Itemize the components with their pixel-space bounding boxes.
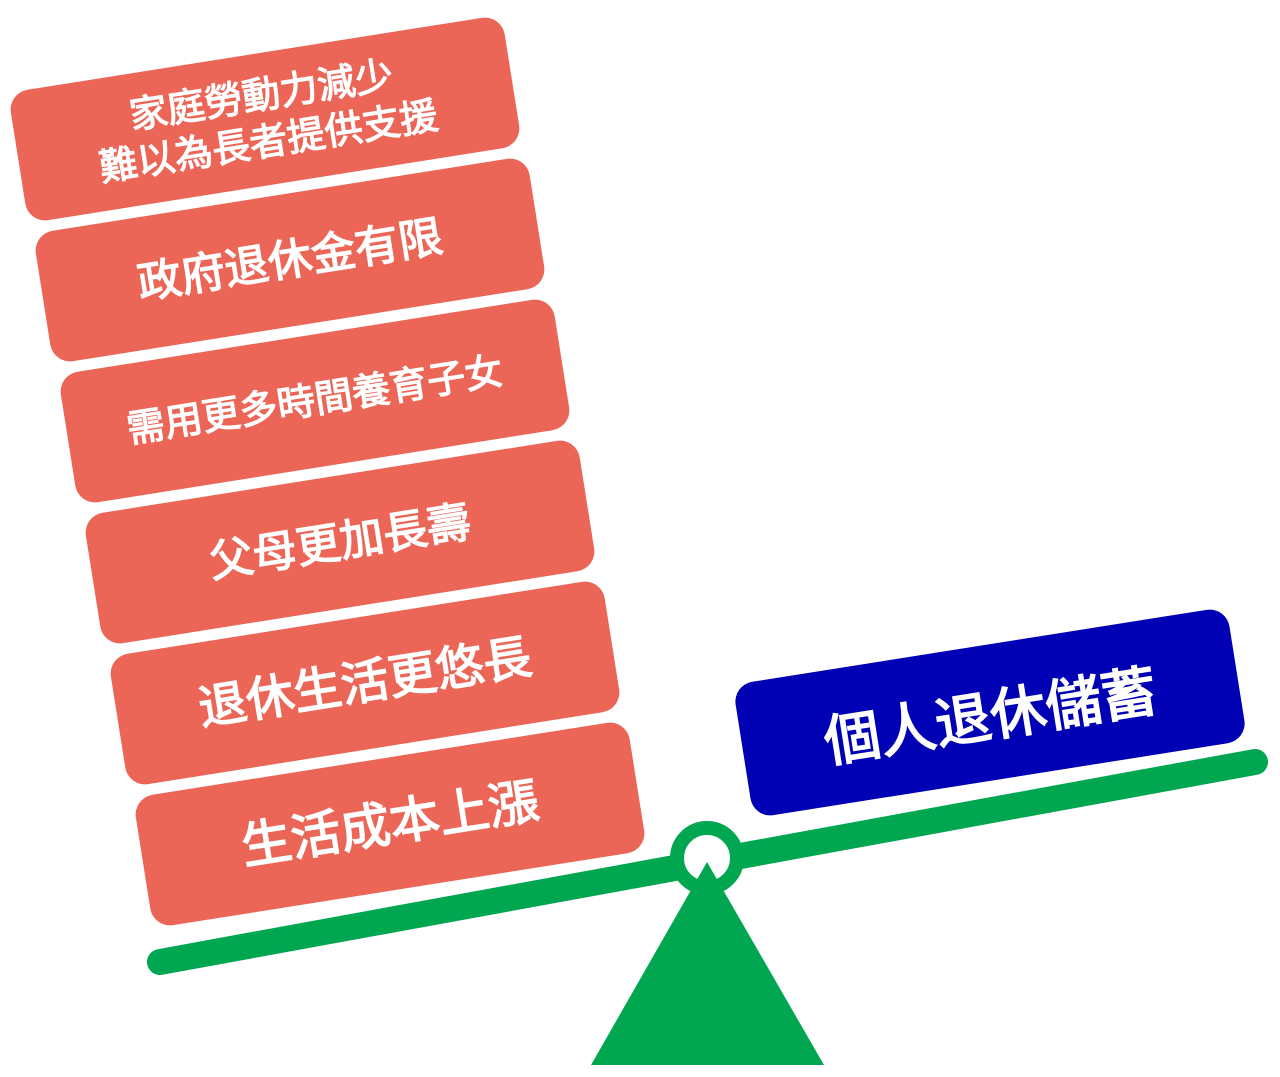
seesaw-fulcrum (591, 862, 824, 1065)
pressure-label: 政府退休金有限 (133, 210, 447, 310)
savings-label: 個人退休儲蓄 (819, 659, 1162, 776)
pressure-label: 需用更多時間養育子女 (123, 348, 506, 452)
pressure-label: 退休生活更悠長 (194, 629, 536, 737)
pressure-label: 生活成本上漲 (237, 771, 543, 876)
pressure-label: 父母更加長壽 (205, 496, 475, 588)
